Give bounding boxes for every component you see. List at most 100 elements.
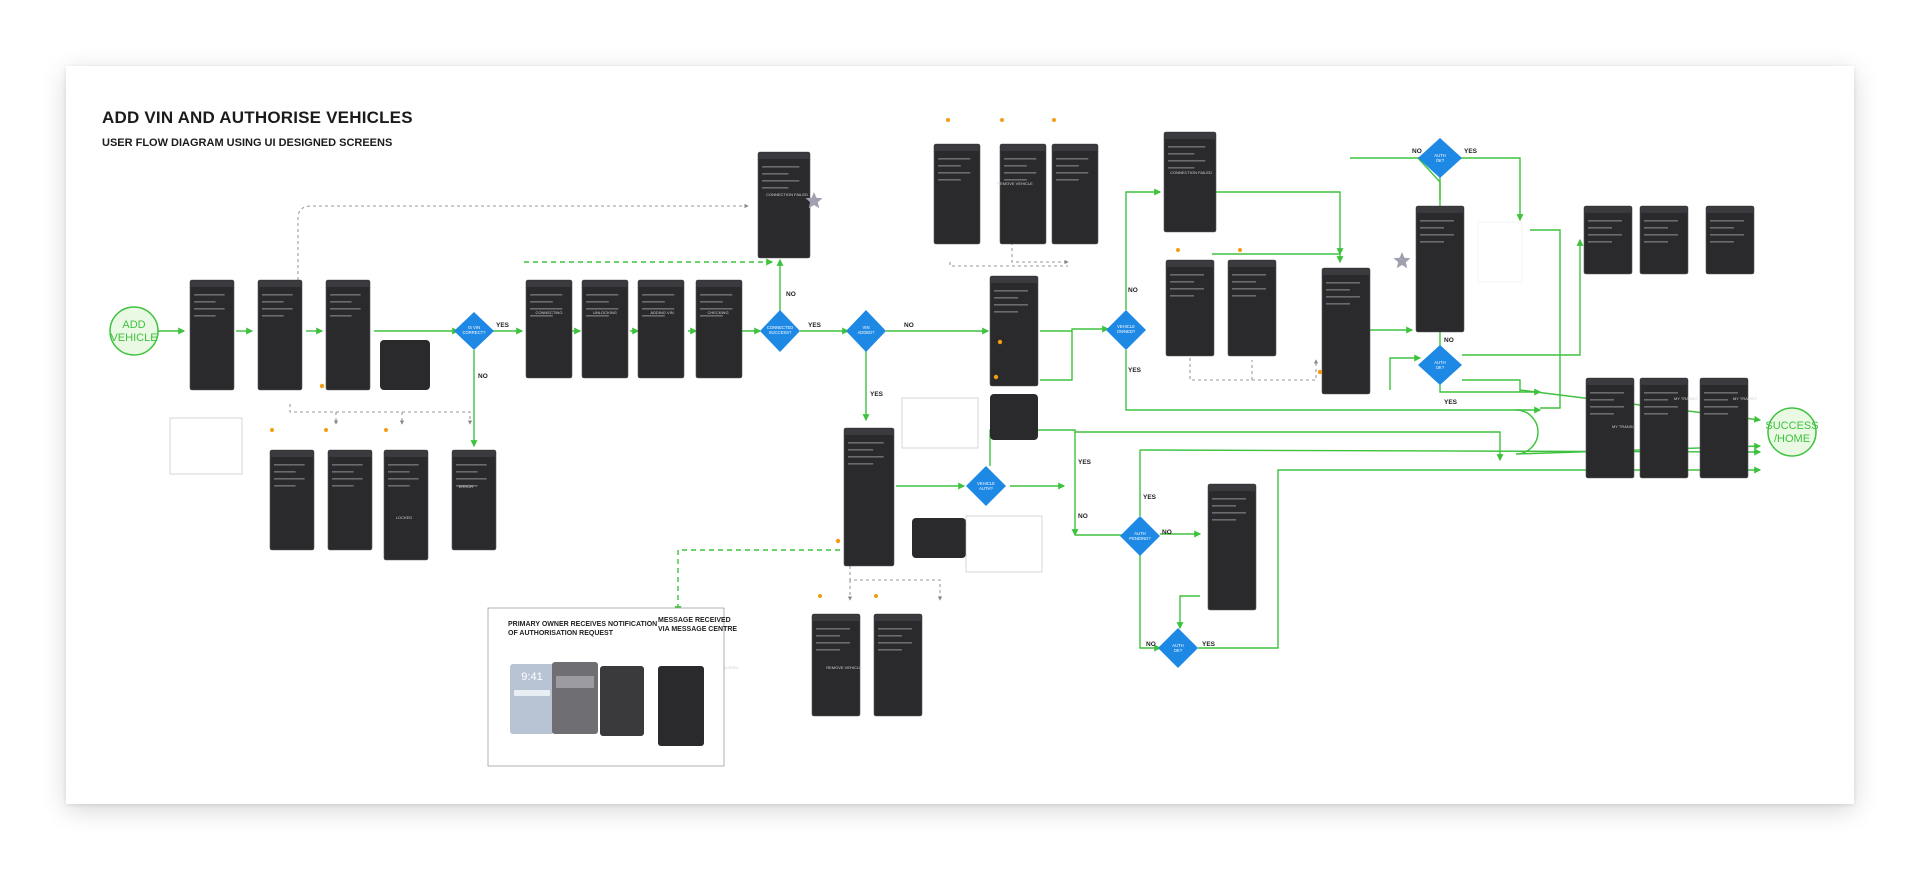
screen-text-line xyxy=(1704,399,1728,401)
screen-header xyxy=(271,451,313,457)
page-title: ADD VIN AND AUTHORISE VEHICLES xyxy=(102,108,413,127)
screen-header xyxy=(1165,133,1215,139)
screen-header xyxy=(1701,379,1747,385)
screen-text-line xyxy=(1590,413,1614,415)
screen-thumbnail xyxy=(1639,205,1689,275)
svg-text:/HOME: /HOME xyxy=(1774,433,1810,445)
screen-thumbnail xyxy=(1699,377,1749,479)
screen-text-line xyxy=(878,635,902,637)
screen-text-line xyxy=(816,635,840,637)
screen-header xyxy=(697,281,741,287)
svg-text:AUTH: AUTH xyxy=(1434,153,1445,158)
screen-header xyxy=(875,615,921,621)
screen-thumbnail xyxy=(325,279,371,391)
screen-text-line xyxy=(330,315,352,317)
screen-header xyxy=(191,281,233,287)
screen-text-line xyxy=(1212,512,1246,514)
orange-markers xyxy=(270,118,1323,598)
end-node[interactable]: SUCCESS /HOME xyxy=(1765,407,1819,457)
screen-text-line xyxy=(332,471,354,473)
screen-text-line xyxy=(530,308,563,310)
screen-text-line xyxy=(1420,234,1454,236)
screen-header xyxy=(329,451,371,457)
star-icon xyxy=(1393,252,1411,269)
screen-text-line xyxy=(1232,274,1266,276)
svg-text:MY TRANSIT: MY TRANSIT xyxy=(1733,396,1758,401)
svg-text:MY TRANSIT: MY TRANSIT xyxy=(1612,424,1637,429)
screen-header xyxy=(583,281,627,287)
svg-text:YES: YES xyxy=(1202,641,1216,648)
screen-header xyxy=(1229,261,1275,267)
screen-text-line xyxy=(388,464,419,466)
svg-text:CORRECT?: CORRECT? xyxy=(462,330,486,335)
screen-text-line xyxy=(1588,227,1612,229)
svg-text:YES: YES xyxy=(1143,494,1157,501)
svg-text:NO: NO xyxy=(1444,337,1454,344)
svg-text:NO: NO xyxy=(1162,529,1172,536)
screen-text-line xyxy=(848,456,884,458)
screen-header xyxy=(1417,207,1463,213)
screen-thumbnail xyxy=(811,613,861,717)
screen-text-line xyxy=(330,301,352,303)
screen-text-line xyxy=(700,301,723,303)
screen-header xyxy=(1001,145,1045,151)
screen-thumbnail xyxy=(327,449,373,551)
screen-text-line xyxy=(1232,288,1266,290)
screen-text-line xyxy=(700,315,723,317)
screen-text-line xyxy=(1420,241,1444,243)
screen-header xyxy=(1209,485,1255,491)
screen-text-line xyxy=(1212,498,1246,500)
svg-text:AUTH: AUTH xyxy=(1172,643,1183,648)
screen-text-line xyxy=(388,478,419,480)
svg-text:OK?: OK? xyxy=(1436,158,1445,163)
screen-text-line xyxy=(1326,282,1360,284)
svg-text:VEHICLE: VEHICLE xyxy=(110,332,157,344)
svg-text:NO: NO xyxy=(478,373,488,380)
screen-thumbnail xyxy=(873,613,923,717)
decision-diamond xyxy=(846,310,886,352)
decision-diamond xyxy=(760,310,800,352)
screen-thumbnail xyxy=(1227,259,1277,357)
screen-header xyxy=(1053,145,1097,151)
screen-thumbnail xyxy=(525,279,573,379)
svg-text:NO: NO xyxy=(1128,287,1138,294)
svg-text:NO: NO xyxy=(1412,148,1422,155)
decision-diamonds xyxy=(454,138,1462,668)
decision-diamond xyxy=(966,466,1006,506)
screen-header xyxy=(639,281,683,287)
decision-diamond xyxy=(1120,516,1160,556)
screen-header xyxy=(759,153,809,159)
screen-text-line xyxy=(274,464,305,466)
screen-text-line xyxy=(1710,241,1734,243)
screen-text-line xyxy=(700,294,733,296)
decision-diamond xyxy=(454,312,494,350)
screen-text-line xyxy=(456,485,478,487)
screens xyxy=(189,131,1755,717)
screen-text-line xyxy=(642,315,665,317)
screen-text-line xyxy=(1704,392,1738,394)
screen-text-line xyxy=(530,315,553,317)
screen-header xyxy=(1167,261,1213,267)
screen-thumbnail xyxy=(695,279,743,379)
screen-text-line xyxy=(262,315,284,317)
svg-text:OK?: OK? xyxy=(1436,365,1445,370)
screen-text-line xyxy=(1704,406,1738,408)
screen-text-line xyxy=(1326,303,1350,305)
page-subtitle: USER FLOW DIAGRAM USING UI DESIGNED SCRE… xyxy=(102,137,393,149)
screen-text-line xyxy=(816,642,850,644)
screen-text-line xyxy=(330,294,361,296)
decision-texts: IS VIN CORRECT? CONNECTED SUCCESS? VIN A… xyxy=(462,153,1445,653)
screen-text-line xyxy=(1168,167,1195,169)
svg-text:PRIMARY OWNER RECEIVES NOTIFIC: PRIMARY OWNER RECEIVES NOTIFICATION xyxy=(508,621,657,628)
svg-text:PENDING?: PENDING? xyxy=(1129,536,1151,541)
star-icons xyxy=(805,192,1411,269)
svg-text:OF AUTHORISATION REQUEST: OF AUTHORISATION REQUEST xyxy=(508,630,614,637)
start-node[interactable]: ADD VEHICLE xyxy=(109,306,159,356)
svg-text:NO: NO xyxy=(1146,641,1156,648)
svg-text:NO: NO xyxy=(904,322,914,329)
svg-text:SUCCESS: SUCCESS xyxy=(1765,420,1818,432)
screen-text-line xyxy=(1644,234,1678,236)
svg-text:YES: YES xyxy=(496,322,510,329)
screen-text-line xyxy=(1590,406,1624,408)
screen-header xyxy=(991,277,1037,283)
